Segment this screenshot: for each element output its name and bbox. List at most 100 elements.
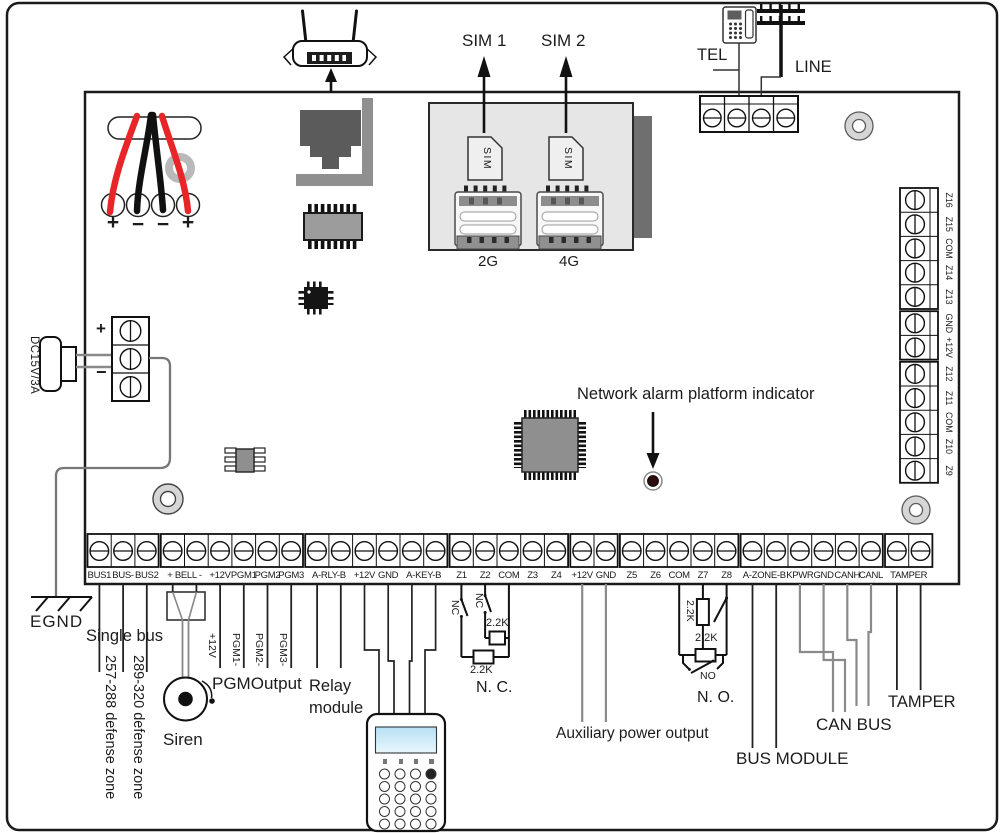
terminal-label: A-KEY-B bbox=[406, 570, 441, 581]
label-pgm-output: PGMOutput bbox=[212, 674, 302, 693]
nc-circuit bbox=[459, 584, 510, 665]
label-bus-module: BUS MODULE bbox=[736, 749, 849, 768]
nc-resistor-upper-label: 2.2K bbox=[486, 617, 509, 629]
socket-slot bbox=[459, 224, 517, 235]
dc-adapter-icon bbox=[39, 336, 112, 392]
label-egnd: EGND bbox=[30, 612, 84, 631]
label-sim1: SIM 1 bbox=[462, 31, 507, 50]
tel-line-wires bbox=[713, 43, 781, 96]
wire-polarity-label: − bbox=[131, 213, 145, 236]
terminal-label: BUS2 bbox=[135, 570, 159, 581]
keypad-key bbox=[410, 793, 421, 805]
terminal-label: Z9 bbox=[944, 466, 954, 476]
terminal-label: Z6 bbox=[650, 570, 661, 581]
pgm-wires bbox=[219, 584, 293, 668]
keypad-icon bbox=[365, 712, 447, 833]
keypad-key bbox=[394, 793, 406, 805]
nc-switch-label: NC bbox=[449, 600, 461, 616]
terminal-label: COM bbox=[669, 570, 691, 581]
terminal-label: Z12 bbox=[944, 366, 954, 381]
socket-slot bbox=[459, 211, 517, 222]
pgm-wire-label: PGM1- bbox=[229, 633, 242, 667]
resistor-icon bbox=[472, 649, 495, 665]
terminal-label: CANH bbox=[834, 570, 860, 581]
terminal-label: GND bbox=[813, 570, 834, 581]
terminal-label: +12V bbox=[209, 570, 231, 581]
terminal-label: Z7 bbox=[698, 570, 709, 581]
tel-terminal-block bbox=[699, 95, 799, 133]
component-icon bbox=[298, 281, 334, 315]
label-nc: N. C. bbox=[476, 679, 513, 696]
nc-switch-label: NC bbox=[472, 593, 485, 609]
keypad-key bbox=[394, 806, 406, 817]
label-line: LINE bbox=[795, 58, 832, 76]
terminal-label: COM bbox=[944, 412, 954, 433]
sim-card-icon bbox=[467, 136, 503, 181]
network-arrow-icon bbox=[325, 68, 337, 92]
terminal-label: Z1 bbox=[456, 570, 467, 581]
terminal-label: +12V bbox=[572, 570, 594, 581]
terminal-label: + BELL - bbox=[167, 570, 202, 581]
label-relay-module: Relay module bbox=[309, 677, 364, 718]
terminal-label: Z11 bbox=[944, 391, 954, 406]
bus-module-wires bbox=[751, 584, 778, 748]
label-tamper: TAMPER bbox=[888, 693, 956, 711]
terminal-label: PGM1 bbox=[231, 570, 257, 581]
ic-8pin-icon bbox=[224, 447, 266, 473]
keypad-key bbox=[410, 781, 421, 792]
label-2g-slot: 2G bbox=[478, 253, 499, 270]
earth-ground-icon bbox=[31, 596, 93, 612]
no-circuit bbox=[678, 584, 729, 674]
chip-icon bbox=[303, 204, 363, 249]
keypad-key bbox=[425, 818, 437, 830]
label-defense-zone-1: 257-288 defense zone bbox=[102, 655, 118, 800]
dc-terminal-block bbox=[111, 316, 150, 402]
label-aux-power: Auxiliary power output bbox=[556, 725, 709, 742]
socket-slot bbox=[541, 224, 599, 235]
keypad-key bbox=[425, 768, 437, 780]
phone-pole-icon bbox=[757, 4, 805, 77]
socket-connector bbox=[456, 235, 520, 250]
tamper-wires bbox=[896, 584, 922, 690]
terminal-label: Z10 bbox=[944, 439, 954, 454]
terminal-label: Z3 bbox=[527, 570, 538, 581]
terminal-label: +12V bbox=[944, 337, 954, 358]
terminal-label: Z8 bbox=[721, 570, 732, 581]
terminal-label: BUS1 bbox=[88, 570, 112, 581]
label-network-indicator: Network alarm platform indicator bbox=[577, 385, 815, 403]
keypad-key bbox=[379, 768, 390, 780]
can-bus-wires bbox=[798, 584, 873, 712]
keypad-key bbox=[410, 768, 421, 780]
terminal-label: PGM2 bbox=[255, 570, 281, 581]
keypad-lcd bbox=[374, 726, 438, 754]
aux-power-wires bbox=[581, 584, 607, 722]
keypad-key bbox=[425, 806, 437, 817]
keypad-key bbox=[379, 781, 390, 792]
page-border bbox=[5, 1, 999, 832]
keypad-key bbox=[379, 806, 390, 817]
resistor-icon bbox=[694, 648, 717, 663]
terminal-label: PGM3 bbox=[278, 570, 304, 581]
mcu-chip-icon bbox=[514, 410, 586, 480]
terminal-label: Z2 bbox=[480, 570, 491, 581]
no-resistor-horizontal-label: 2.2K bbox=[695, 632, 718, 644]
terminal-label: A-ZONE-B bbox=[743, 570, 786, 581]
terminal-label: A-RLY-B bbox=[312, 570, 346, 581]
relay-wires bbox=[316, 584, 342, 668]
ethernet-jack-icon bbox=[296, 98, 373, 186]
wire-polarity-label: + bbox=[181, 211, 195, 234]
label-single-bus: Single bus bbox=[86, 627, 164, 645]
terminal-label: Z5 bbox=[627, 570, 638, 581]
socket-connector bbox=[538, 235, 602, 250]
sim-module bbox=[428, 102, 652, 251]
label-can-bus: CAN BUS bbox=[816, 715, 892, 734]
label-sim2: SIM 2 bbox=[541, 31, 586, 50]
keypad-key bbox=[425, 793, 437, 805]
wire-polarity-label: + bbox=[106, 211, 120, 234]
terminal-label: Z4 bbox=[551, 570, 562, 581]
keypad-key bbox=[425, 781, 437, 792]
power-wires-icon bbox=[100, 111, 202, 218]
terminal-label: Z15 bbox=[944, 217, 954, 232]
